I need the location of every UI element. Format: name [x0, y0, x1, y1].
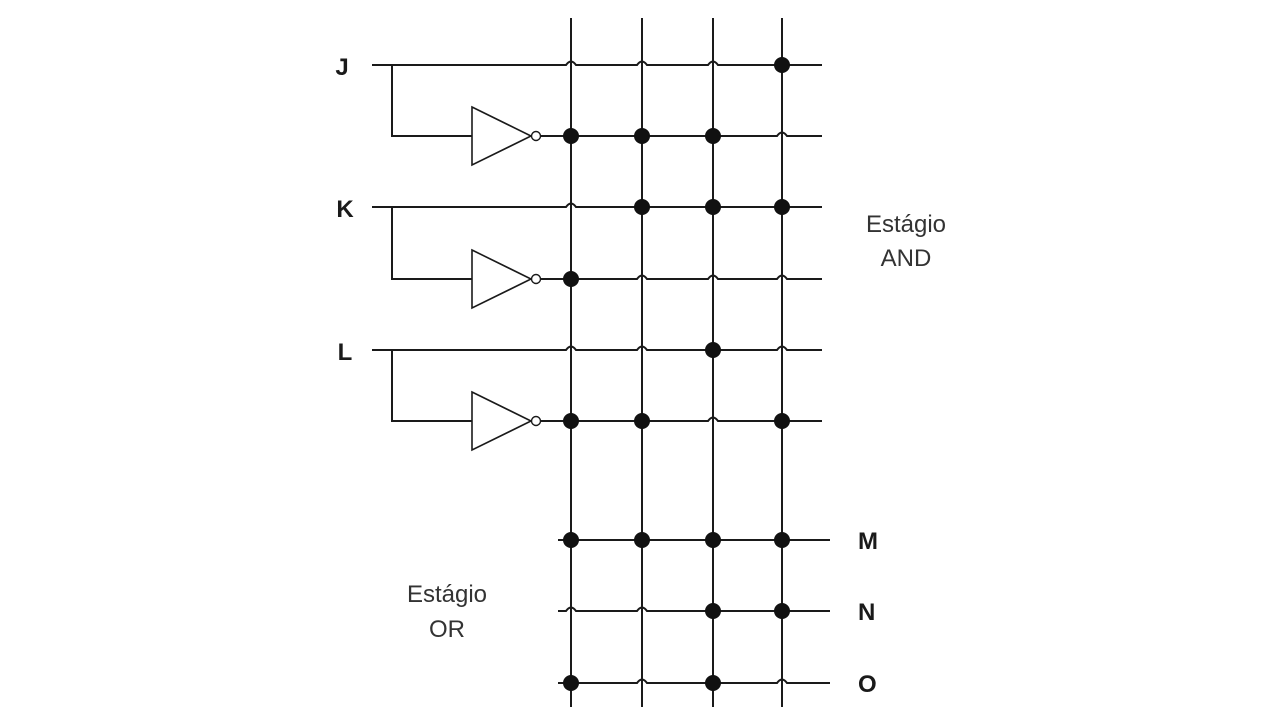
or-connection-dot-r1-c3	[705, 532, 721, 548]
or-connection-dot-r1-c4	[774, 532, 790, 548]
and-connection-dot-r3-c4	[774, 199, 790, 215]
inverter-gate-k	[471, 248, 533, 310]
inverter-branch-wire-k	[391, 207, 472, 280]
or-connection-dot-r1-c1	[563, 532, 579, 548]
output-label-m: M	[858, 528, 878, 555]
inverted-input-line-k	[541, 274, 822, 280]
and-connection-dot-r5-c3	[705, 342, 721, 358]
and-connection-dot-r6-c2	[634, 413, 650, 429]
or-connection-dot-r2-c4	[774, 603, 790, 619]
output-line-o	[558, 678, 830, 684]
or-connection-dot-r1-c2	[634, 532, 650, 548]
inverter-bubble-j	[530, 130, 542, 142]
and-connection-dot-r2-c3	[705, 128, 721, 144]
or-connection-dot-r2-c3	[705, 603, 721, 619]
or-connection-dot-r3-c1	[563, 675, 579, 691]
and-connection-dot-r6-c1	[563, 413, 579, 429]
and-stage-label-line1: Estágio	[866, 211, 946, 238]
inverter-bubble-k	[530, 273, 542, 285]
input-label-j: J	[335, 54, 348, 81]
or-stage-label-line1: Estágio	[407, 581, 487, 608]
input-line-j	[372, 60, 822, 66]
input-label-l: L	[338, 339, 353, 366]
output-label-n: N	[858, 599, 875, 626]
and-connection-dot-r3-c3	[705, 199, 721, 215]
and-connection-dot-r4-c1	[563, 271, 579, 287]
and-connection-dot-r2-c1	[563, 128, 579, 144]
or-stage-label-line2: OR	[429, 616, 465, 643]
connection-dots-layer	[563, 57, 790, 691]
and-connection-dot-r6-c4	[774, 413, 790, 429]
output-line-n	[558, 606, 830, 612]
inverters-layer	[471, 105, 542, 452]
or-connection-dot-r3-c3	[705, 675, 721, 691]
inverted-input-line-l	[541, 416, 822, 422]
inverter-branch-wire-j	[391, 65, 472, 137]
and-connection-dot-r1-c4	[774, 57, 790, 73]
inverter-branch-wire-l	[391, 350, 472, 422]
output-label-o: O	[858, 671, 877, 698]
input-line-k	[372, 202, 822, 208]
inverter-bubble-l	[530, 415, 542, 427]
inverter-gate-j	[471, 105, 533, 167]
inverted-input-line-j	[541, 131, 822, 137]
and-connection-dot-r2-c2	[634, 128, 650, 144]
and-stage-label-line2: AND	[881, 245, 932, 272]
and-connection-dot-r3-c2	[634, 199, 650, 215]
input-line-l	[372, 345, 822, 351]
input-label-k: K	[336, 196, 354, 223]
inverter-gate-l	[471, 390, 533, 452]
